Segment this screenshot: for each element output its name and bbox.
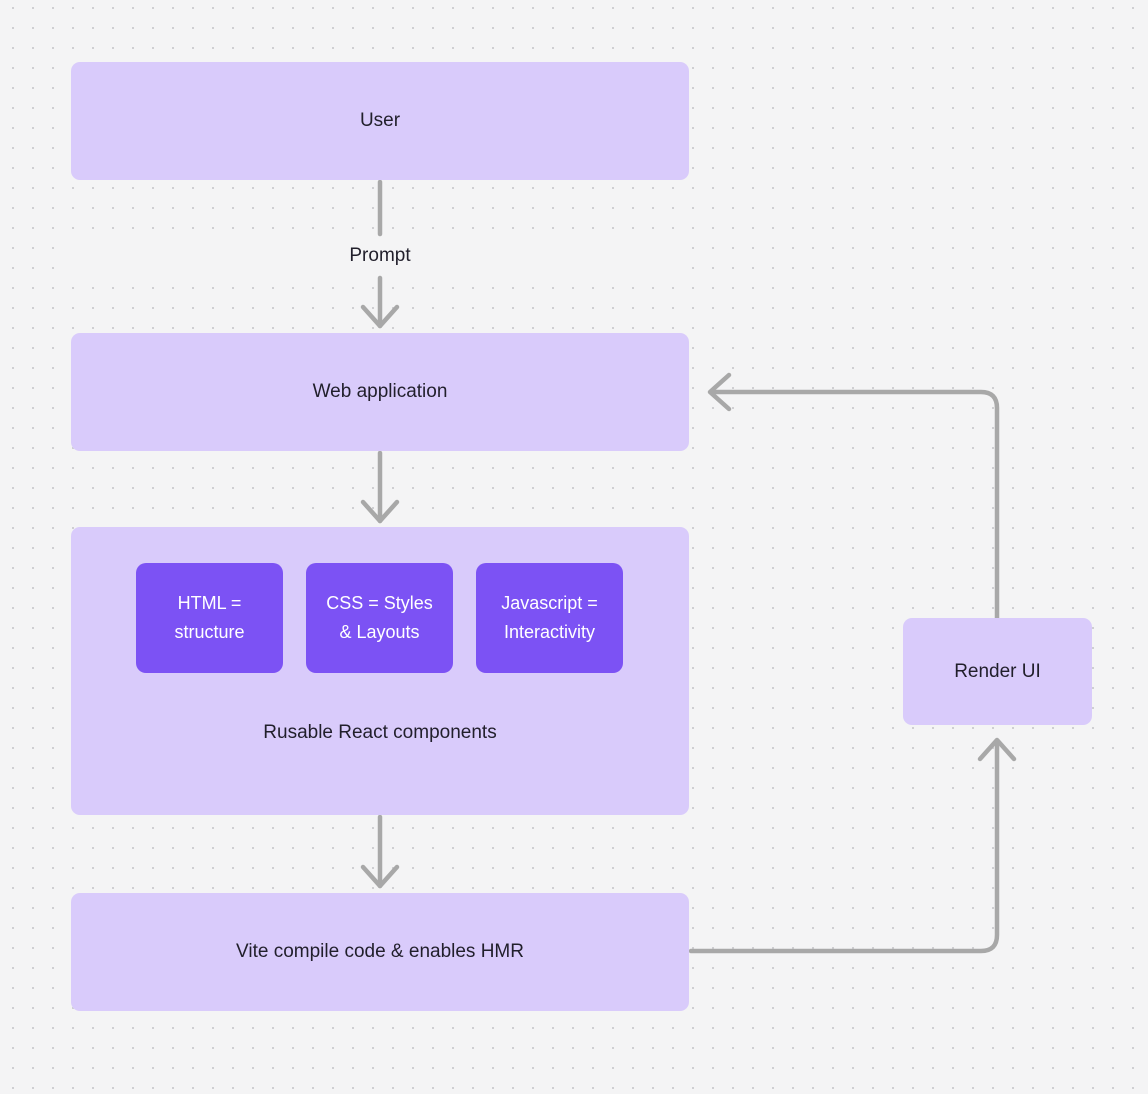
node-components-group[interactable]: HTML = structure CSS = Styles & Layouts … [71, 527, 689, 815]
edge-render-ui-to-web-application-arrowhead [707, 372, 732, 412]
node-render-ui[interactable]: Render UI [903, 618, 1092, 725]
edge-label-prompt-text: Prompt [349, 245, 411, 266]
node-render-ui-label: Render UI [954, 660, 1041, 682]
node-html-structure-label: HTML = structure [174, 593, 245, 642]
node-components-group-caption: Rusable React components [71, 719, 689, 747]
edge-components-to-vite-arrowhead [360, 864, 400, 889]
node-css-styles[interactable]: CSS = Styles & Layouts [306, 563, 453, 673]
node-user[interactable]: User [71, 62, 689, 180]
node-html-structure[interactable]: HTML = structure [136, 563, 283, 673]
node-web-application[interactable]: Web application [71, 333, 689, 451]
edge-label-prompt: Prompt [71, 243, 689, 269]
node-vite-compile[interactable]: Vite compile code & enables HMR [71, 893, 689, 1011]
node-user-label: User [359, 110, 401, 132]
node-components-group-caption-text: Rusable React components [263, 722, 497, 743]
node-css-styles-label: CSS = Styles & Layouts [326, 593, 433, 642]
node-vite-compile-label: Vite compile code & enables HMR [236, 941, 524, 963]
edge-render-ui-to-web-application [709, 389, 1000, 621]
edge-vite-to-render-ui-arrowhead [977, 737, 1017, 762]
node-javascript-interactivity[interactable]: Javascript = Interactivity [476, 563, 623, 673]
node-web-application-label: Web application [312, 381, 448, 403]
edge-vite-to-render-ui [688, 739, 1000, 954]
edge-user-to-web-application-arrowhead [360, 304, 400, 329]
edge-web-application-to-components-arrowhead [360, 499, 400, 524]
node-javascript-interactivity-label: Javascript = Interactivity [501, 593, 598, 642]
